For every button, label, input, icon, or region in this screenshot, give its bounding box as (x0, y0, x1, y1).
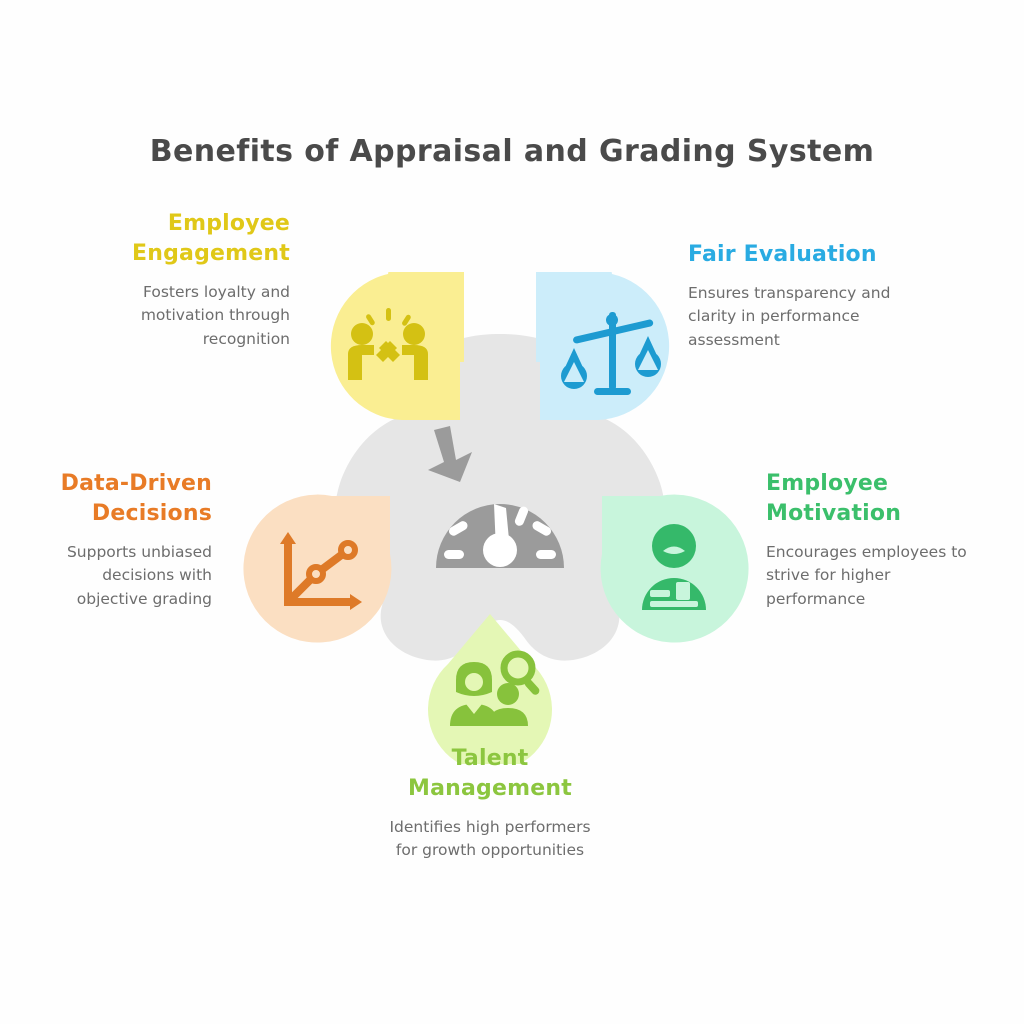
benefit-block-employee-motivation: Employee Motivation Encourages employees… (766, 469, 984, 611)
benefit-description-fair-evaluation: Ensures transparency and clarity in perf… (688, 283, 891, 349)
petal-data-driven-decisions[interactable] (242, 492, 394, 644)
benefit-heading-data-driven-decisions: Data-Driven Decisions (60, 471, 212, 526)
high-five-people-icon (348, 308, 428, 380)
benefit-description-talent-management: Identifies high performers for growth op… (389, 817, 591, 860)
benefit-heading-employee-motivation: Employee Motivation (766, 471, 902, 526)
petal-fair-evaluation[interactable] (536, 272, 688, 424)
benefit-heading-fair-evaluation: Fair Evaluation (688, 242, 877, 267)
petal-employee-engagement[interactable] (312, 272, 464, 424)
page-title: Benefits of Appraisal and Grading System (149, 134, 875, 169)
balance-scales-icon (561, 312, 661, 395)
benefit-block-data-driven-decisions: Data-Driven Decisions Supports unbiased … (30, 469, 212, 611)
benefit-description-employee-engagement: Fosters loyalty and motivation through r… (140, 282, 290, 348)
benefit-block-talent-management: Talent Management Identifies high perfor… (378, 744, 602, 863)
benefit-heading-talent-management: Talent Management (408, 746, 572, 801)
benefit-heading-employee-engagement: Employee Engagement (132, 211, 290, 266)
petal-employee-motivation[interactable] (598, 492, 750, 644)
benefit-block-fair-evaluation: Fair Evaluation Ensures transparency and… (688, 240, 916, 353)
benefit-block-employee-engagement: Employee Engagement Fosters loyalty and … (78, 209, 290, 351)
speedometer-gauge-icon (420, 424, 580, 576)
benefit-description-data-driven-decisions: Supports unbiased decisions with objecti… (66, 542, 212, 608)
people-search-magnifier-icon (450, 650, 540, 726)
petal-talent-management[interactable] (414, 612, 566, 764)
benefit-description-employee-motivation: Encourages employees to strive for highe… (766, 542, 967, 608)
person-avatar-icon (642, 524, 706, 610)
